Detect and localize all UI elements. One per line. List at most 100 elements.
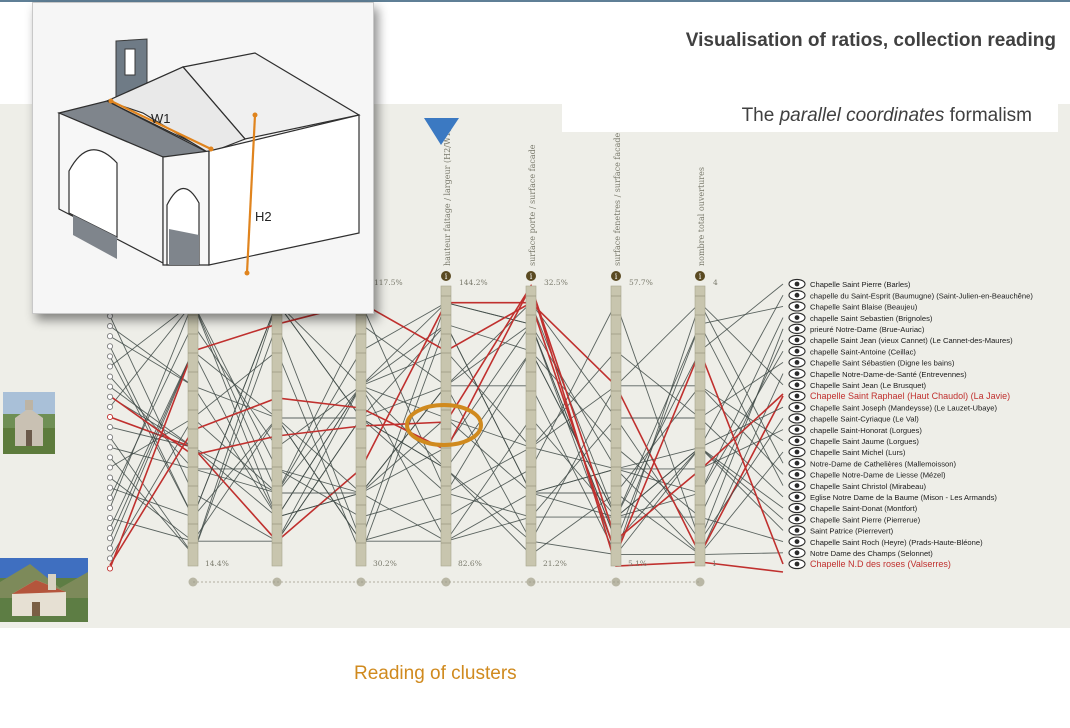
origin-dot[interactable] — [106, 504, 114, 511]
origin-dot[interactable] — [106, 323, 114, 330]
eye-pupil — [794, 337, 800, 343]
origin-dot[interactable] — [106, 474, 114, 481]
chapel-list-item[interactable]: Chapelle Saint Joseph (Mandeysse) (Le La… — [788, 402, 997, 413]
chapel-label: Chapelle Saint Christol (Mirabeau) — [810, 482, 927, 491]
origin-dot[interactable] — [106, 565, 114, 572]
origin-dot[interactable] — [106, 403, 114, 410]
eye-pupil — [794, 304, 800, 309]
axis-handle-icon[interactable] — [695, 577, 705, 587]
top-rule — [0, 0, 1070, 2]
axis-handle-icon[interactable] — [611, 577, 621, 587]
chapel-list-item[interactable]: Chapelle Saint Jean (Le Brusquet) — [788, 379, 927, 390]
origin-dot[interactable] — [106, 312, 114, 320]
axis-title: hauteur faitage / largeur (H2/W1) — [443, 129, 452, 266]
origin-dot[interactable] — [106, 484, 114, 491]
chapel-list-item[interactable]: chapelle Saint-Cyriaque (Le Val) — [788, 413, 919, 424]
info-icon[interactable] — [611, 271, 621, 281]
origin-dot[interactable] — [106, 363, 114, 370]
chapel-label: Chapelle Saint Blaise (Beaujeu) — [810, 303, 918, 312]
eye-pupil — [794, 427, 800, 432]
chapel-label: Notre Dame des Champs (Selonnet) — [810, 549, 933, 558]
chapel-list-item[interactable]: chapelle Saint Sebastien (Brignoles) — [788, 312, 933, 323]
chapel-label: Chapelle Notre-Dame de Liesse (Mézel) — [810, 471, 946, 480]
chapel-label: chapelle Saint Sebastien (Brignoles) — [810, 314, 933, 323]
origin-dot[interactable] — [106, 434, 114, 441]
axis-min-label: 30.2% — [373, 559, 397, 568]
chapel-label: Saint Patrice (Pierrevert) — [810, 527, 894, 536]
chapel-list-item[interactable]: chapelle Saint-Honorat (Lorgues) — [788, 424, 922, 435]
chapel-label: Chapelle Saint Pierre (Pierrerue) — [810, 515, 921, 524]
eye-pupil — [794, 326, 800, 332]
origin-dot[interactable] — [106, 373, 114, 380]
eye-pupil — [794, 561, 800, 567]
origin-dot[interactable] — [106, 545, 114, 552]
axis-title: nombre total ouvertures — [697, 167, 706, 266]
chapel-list-item[interactable]: Chapelle Notre-Dame-de-Santé (Entrevenne… — [788, 368, 967, 379]
chapel-list-item[interactable]: chapelle Saint-Antoine (Ceillac) — [788, 346, 916, 357]
eye-pupil — [794, 449, 800, 455]
chapel-label: Chapelle Saint Roch (Heyre) (Prads-Haute… — [810, 538, 983, 547]
chapel-list-item[interactable]: Chapelle Saint Pierre (Pierrerue) — [788, 514, 921, 525]
chapel-list-item[interactable]: Chapelle Saint Pierre (Barles) — [788, 278, 911, 289]
eye-pupil — [794, 550, 800, 556]
origin-dot[interactable] — [106, 494, 114, 501]
chapel-list-item[interactable]: Chapelle Saint Michel (Lurs) — [788, 446, 906, 457]
h2-label: H2 — [255, 209, 272, 224]
chapel-label: Chapelle Saint-Donat (Montfort) — [810, 504, 918, 513]
chapel-label: Chapelle Saint Sébastien (Digne les bain… — [810, 359, 955, 368]
chapel-list-item[interactable]: Chapelle N.D des roses (Valserres) — [788, 558, 951, 569]
down-triangle-marker-icon[interactable] — [424, 118, 459, 145]
info-icon[interactable] — [441, 271, 451, 281]
chapel-list-item[interactable]: Chapelle Saint-Donat (Montfort) — [788, 502, 918, 513]
chapel-label: Chapelle Saint Michel (Lurs) — [810, 448, 906, 457]
origin-dot[interactable] — [106, 535, 114, 542]
chapel-list-item[interactable]: Saint Patrice (Pierrevert) — [788, 525, 894, 536]
chapel-list-item[interactable]: Notre-Dame de Cathelières (Mallemoisson) — [788, 458, 956, 469]
chapel-list-item[interactable]: Chapelle Saint Jaume (Lorgues) — [788, 435, 919, 446]
info-icon[interactable] — [526, 271, 536, 281]
chapel-list-item[interactable]: Chapelle Saint Roch (Heyre) (Prads-Haute… — [788, 536, 983, 547]
chapel-label: Chapelle Saint Jean (Le Brusquet) — [810, 381, 927, 390]
chapel-list-item[interactable]: chapelle Saint Jean (vieux Cannet) (Le C… — [788, 334, 1013, 345]
chapel-list-item[interactable]: Chapelle Notre-Dame de Liesse (Mézel) — [788, 469, 946, 480]
origin-dot[interactable] — [106, 454, 114, 461]
origin-dot[interactable] — [106, 444, 114, 451]
info-glyph: i — [699, 272, 702, 281]
origin-dot[interactable] — [106, 514, 114, 522]
chapel-list-item[interactable]: Chapelle Saint Raphael (Haut Chaudol) (L… — [788, 390, 1010, 401]
origin-dot[interactable] — [106, 383, 114, 390]
chapel-list-item[interactable]: Notre Dame des Champs (Selonnet) — [788, 547, 933, 558]
cluster-ring — [405, 403, 483, 447]
info-icon[interactable] — [695, 271, 705, 281]
origin-dot[interactable] — [106, 464, 114, 471]
eye-pupil — [794, 472, 800, 477]
house-diagram: W1 H2 — [57, 38, 361, 276]
subtitle-box: The parallel coordinates formalism — [562, 96, 1058, 132]
chapel-list-item[interactable]: Eglise Notre Dame de la Baume (Mison - L… — [788, 491, 997, 502]
chapel-list-item[interactable]: Chapelle Saint Blaise (Beaujeu) — [788, 301, 918, 312]
chapel-list-item[interactable]: chapelle du Saint-Esprit (Baumugne) (Sai… — [788, 290, 1033, 301]
origin-dot[interactable] — [106, 424, 114, 431]
origin-dot[interactable] — [106, 333, 114, 340]
chapel-list-item[interactable]: Chapelle Saint Sébastien (Digne les bain… — [788, 357, 955, 368]
origin-dot[interactable] — [106, 555, 114, 562]
axis-max-label: 117.5% — [374, 278, 403, 287]
eye-pupil — [794, 281, 800, 287]
origin-dot[interactable] — [106, 525, 114, 532]
chapel-photo-lower — [0, 558, 88, 622]
chapel-label: Chapelle Saint Raphael (Haut Chaudol) (L… — [810, 391, 1010, 401]
chapel-list-item[interactable]: Chapelle Saint Christol (Mirabeau) — [788, 480, 927, 491]
axis-min-label: 14.4% — [205, 559, 229, 568]
axis-min-label: 1 — [712, 559, 717, 568]
axis-bar — [694, 285, 706, 567]
w1-label: W1 — [151, 111, 171, 126]
axis-title: surface porte / surface facade — [528, 144, 537, 266]
chapel-list-item[interactable]: prieuré Notre-Dame (Brue-Auriac) — [788, 323, 925, 334]
origin-dot[interactable] — [106, 393, 114, 400]
origin-dot[interactable] — [106, 413, 114, 421]
slide-title: Visualisation of ratios, collection read… — [685, 30, 1056, 51]
axis-min-label: 21.2% — [543, 559, 567, 568]
origin-dot[interactable] — [106, 353, 114, 360]
origin-dot[interactable] — [106, 343, 114, 350]
info-glyph: i — [530, 272, 533, 281]
